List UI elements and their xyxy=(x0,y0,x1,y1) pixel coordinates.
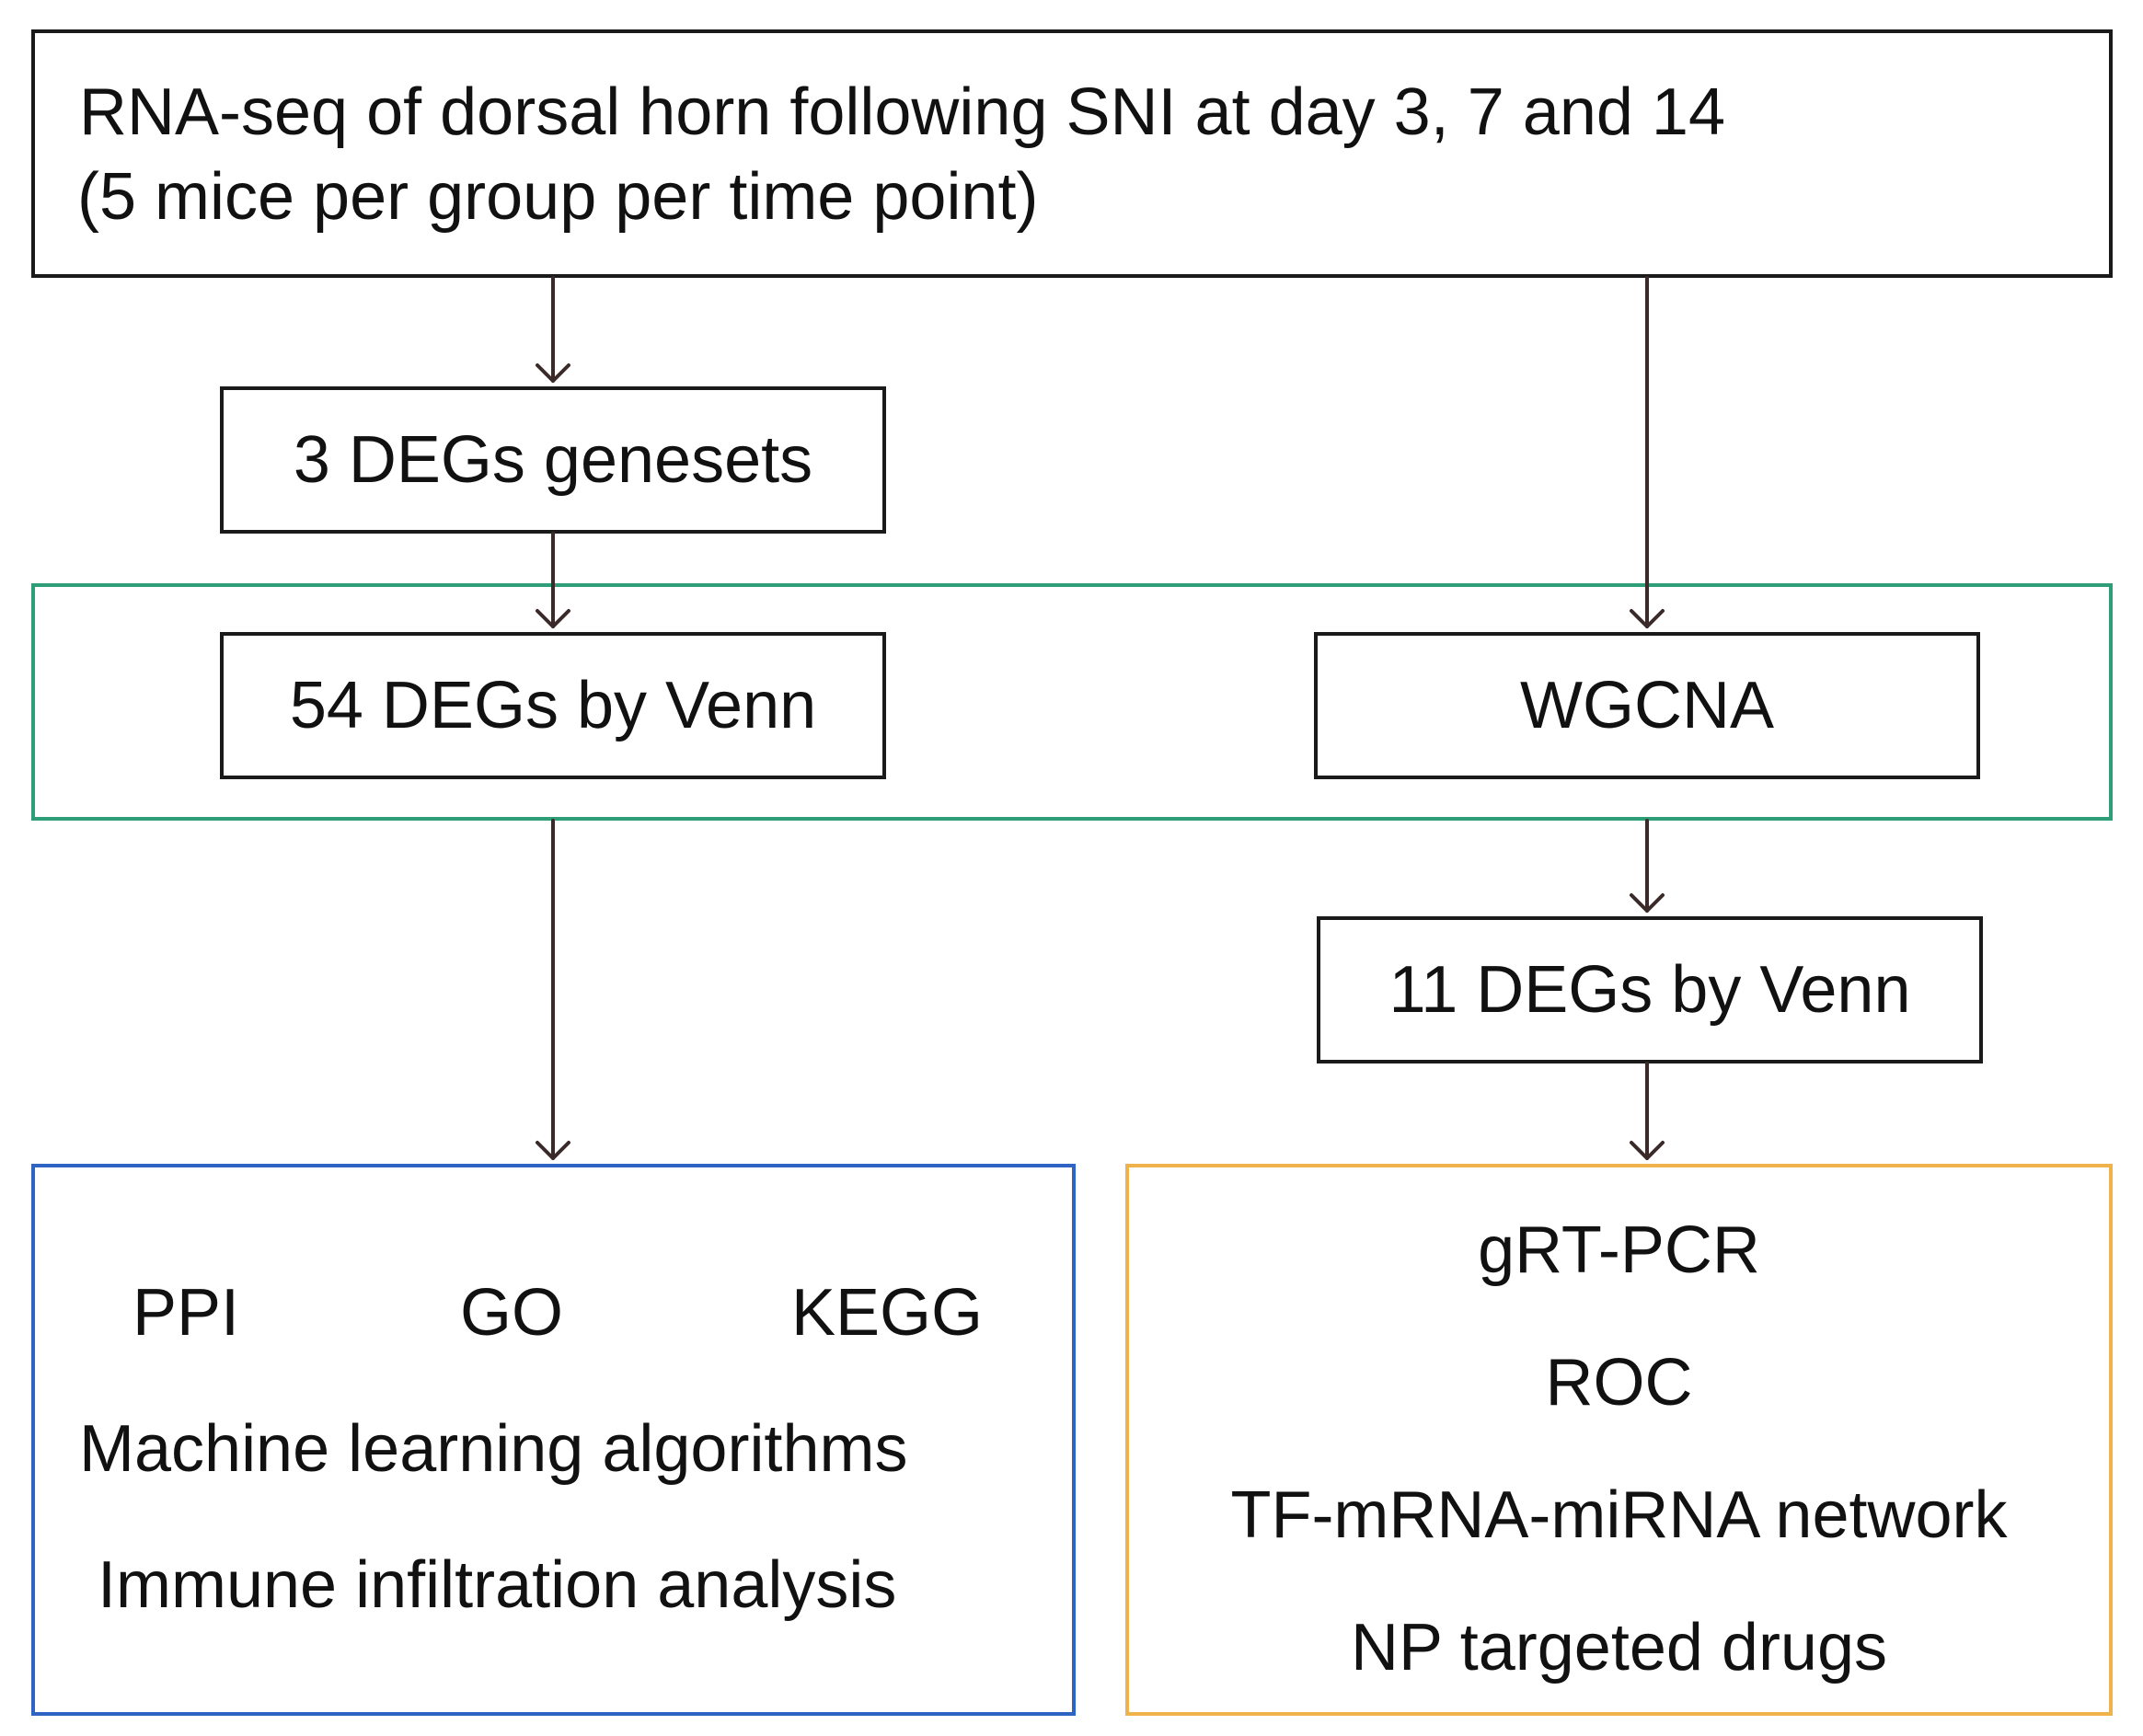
venn-11-box: 11 DEGs by Venn xyxy=(1317,916,1983,1063)
machine-learning-label: Machine learning algorithms xyxy=(79,1412,908,1486)
degs-genesets-box: 3 DEGs genesets xyxy=(220,386,886,534)
np-targeted-drugs-label: NP targeted drugs xyxy=(1350,1611,1888,1684)
rnaseq-title: RNA-seq of dorsal horn following SNI at … xyxy=(79,75,1725,149)
venn-54-box: 54 DEGs by Venn xyxy=(220,632,886,779)
immune-infiltration-label: Immune infiltration analysis xyxy=(98,1548,897,1622)
rnaseq-box: RNA-seq of dorsal horn following SNI at … xyxy=(31,29,2113,278)
functional-analysis-box: PPI GO KEGG Machine learning algorithms … xyxy=(31,1164,1076,1716)
arrowhead-validation xyxy=(1630,1141,1665,1160)
arrowhead-wgcna xyxy=(1630,609,1665,628)
degs-genesets-label: 3 DEGs genesets xyxy=(293,423,813,497)
arrowhead-venn11 xyxy=(1630,893,1665,913)
wgcna-box: WGCNA xyxy=(1314,632,1980,779)
arrowhead-functional xyxy=(536,1141,570,1160)
go-label: GO xyxy=(460,1276,564,1350)
arrowhead-genesets xyxy=(536,363,570,383)
qrt-pcr-label: gRT-PCR xyxy=(1478,1213,1760,1287)
analysis-group-frame xyxy=(31,583,2113,821)
tf-mrna-mirna-network-label: TF-mRNA-miRNA network xyxy=(1230,1478,2008,1552)
wgcna-label: WGCNA xyxy=(1520,669,1774,742)
arrowhead-venn54 xyxy=(536,609,570,628)
validation-box: gRT-PCR ROC TF-mRNA-miRNA network NP tar… xyxy=(1125,1164,2113,1716)
venn-11-label: 11 DEGs by Venn xyxy=(1388,953,1911,1027)
ppi-label: PPI xyxy=(132,1276,240,1350)
roc-label: ROC xyxy=(1545,1346,1693,1420)
kegg-label: KEGG xyxy=(791,1276,984,1350)
rnaseq-subtitle: (5 mice per group per time point) xyxy=(77,160,1039,234)
venn-54-label: 54 DEGs by Venn xyxy=(289,669,817,742)
